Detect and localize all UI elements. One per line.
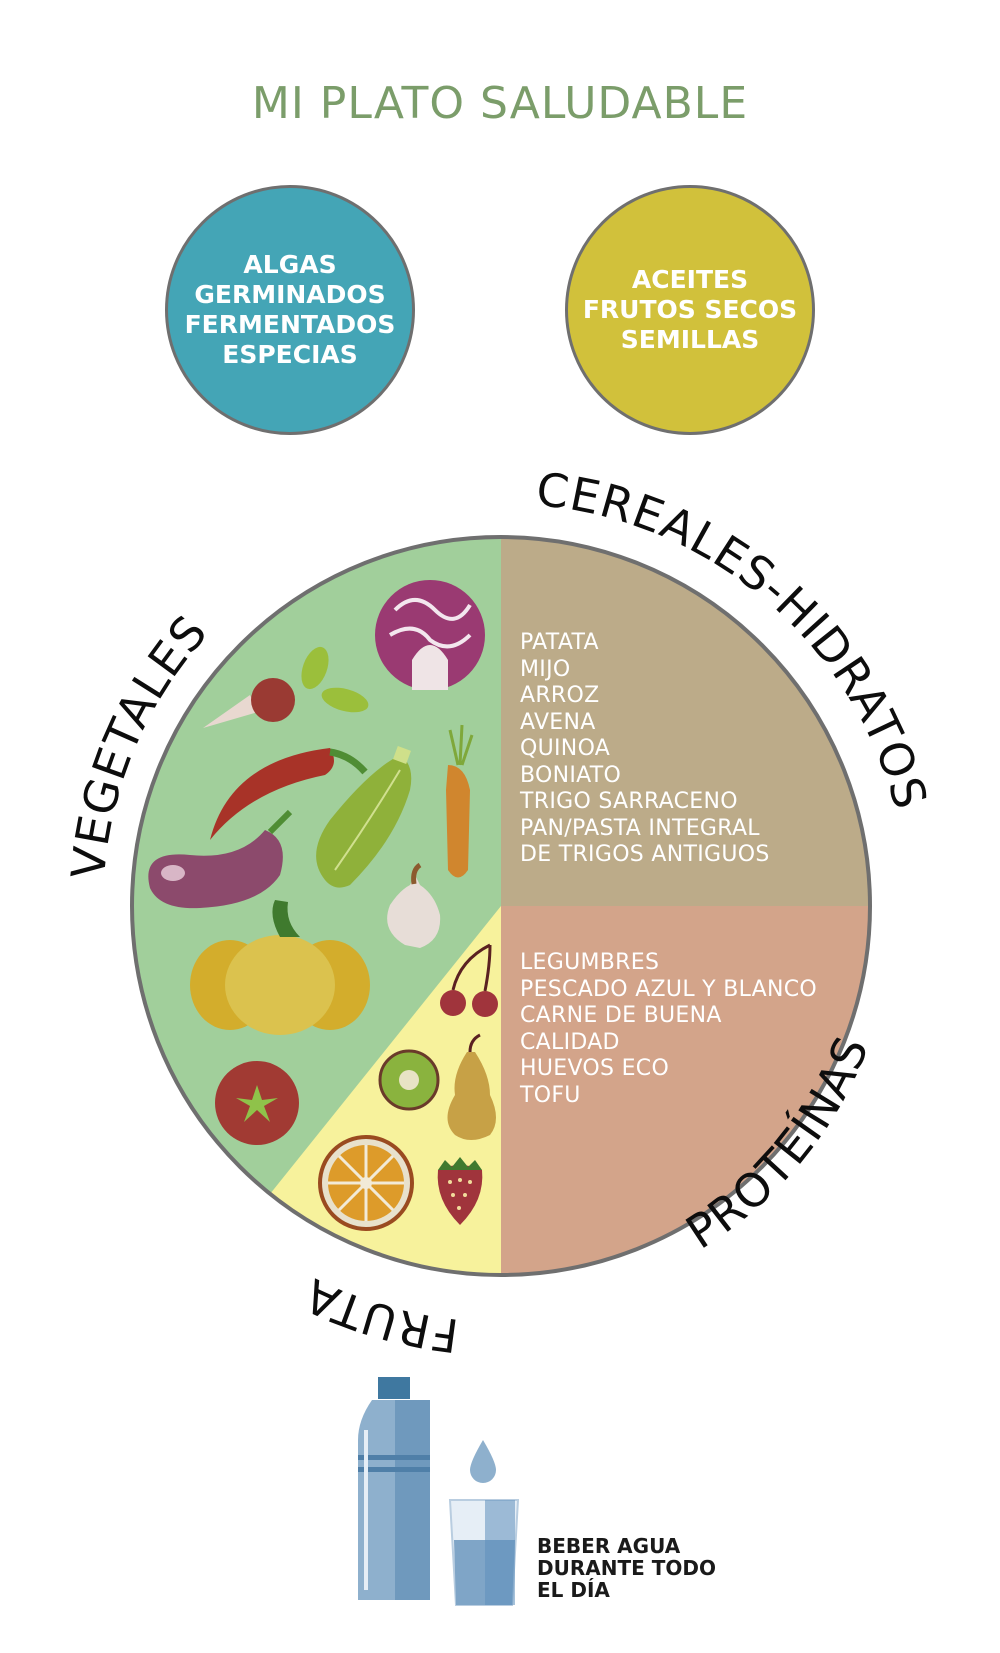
pumpkin-icon [190, 900, 370, 1035]
list-item: AVENA [520, 709, 596, 735]
list-item: TOFU [520, 1082, 581, 1108]
pear-icon [447, 1033, 496, 1140]
fruit-icons [318, 943, 498, 1231]
vegetable-icons [148, 580, 485, 1145]
kiwi-icon [378, 1049, 440, 1111]
water-glass-icon [448, 1499, 520, 1606]
strawberry-icon [437, 1157, 483, 1225]
water-line: BEBER AGUA [537, 1534, 681, 1558]
water-line: DURANTE TODO [537, 1556, 716, 1580]
list-item: PATATA [520, 630, 599, 655]
page-title: MI PLATO SALUDABLE [251, 78, 749, 129]
bubble-line: ESPECIAS [222, 340, 358, 369]
cherries-icon [440, 943, 498, 1017]
water-line: EL DÍA [537, 1578, 610, 1602]
list-item: CARNE DE BUENA [520, 1003, 722, 1028]
zucchini-icon [316, 746, 412, 888]
carrot-icon [446, 724, 474, 878]
list-item: BONIATO [520, 762, 622, 788]
list-item: MIJO [520, 656, 571, 682]
list-item: LEGUMBRES [520, 950, 660, 975]
list-item: TRIGO SARRACENO [520, 789, 738, 814]
bubble-line: SEMILLAS [620, 325, 760, 354]
list-item: CALIDAD [520, 1029, 620, 1055]
label-fruta: FRUTA [296, 1268, 462, 1363]
bubble-line: ACEITES [631, 265, 749, 294]
tomato-icon [215, 1061, 299, 1145]
water-advice: BEBER AGUA DURANTE TODO EL DÍA [537, 1535, 716, 1601]
garlic-icon [387, 862, 441, 948]
bubble-line: GERMINADOS [194, 280, 386, 309]
water-drop-icon [470, 1440, 496, 1483]
list-item: QUINOA [520, 736, 611, 761]
proteinas-list: LEGUMBRES PESCADO AZUL Y BLANCO CARNE DE… [520, 950, 817, 1109]
bubble-line: ALGAS [243, 250, 337, 279]
eggplant-icon [148, 809, 293, 909]
bubble-line: FRUTOS SECOS [582, 295, 798, 324]
bubble-line: FERMENTADOS [184, 310, 396, 339]
plate-rim [130, 535, 872, 1277]
cereales-list: PATATA MIJO ARROZ AVENA QUINOA BONIATO T… [520, 630, 770, 869]
section-cereales [501, 537, 870, 906]
red-cabbage-icon [375, 580, 485, 690]
radish-icon [203, 646, 369, 728]
list-item: ARROZ [520, 683, 600, 708]
bubble-aceites-frutos-secos: ACEITES FRUTOS SECOS SEMILLAS [565, 185, 815, 435]
section-proteinas [501, 906, 870, 1275]
list-item: HUEVOS ECO [520, 1056, 670, 1081]
list-item: PESCADO AZUL Y BLANCO [520, 976, 818, 1002]
orange-slice-icon [318, 1135, 414, 1231]
list-item: PAN/PASTA INTEGRAL [520, 815, 760, 841]
bubble-algas-germinados: ALGAS GERMINADOS FERMENTADOS ESPECIAS [165, 185, 415, 435]
list-item: DE TRIGOS ANTIGUOS [520, 842, 770, 867]
chili-pepper-icon [210, 748, 368, 840]
water-bottle-icon [358, 1377, 430, 1600]
